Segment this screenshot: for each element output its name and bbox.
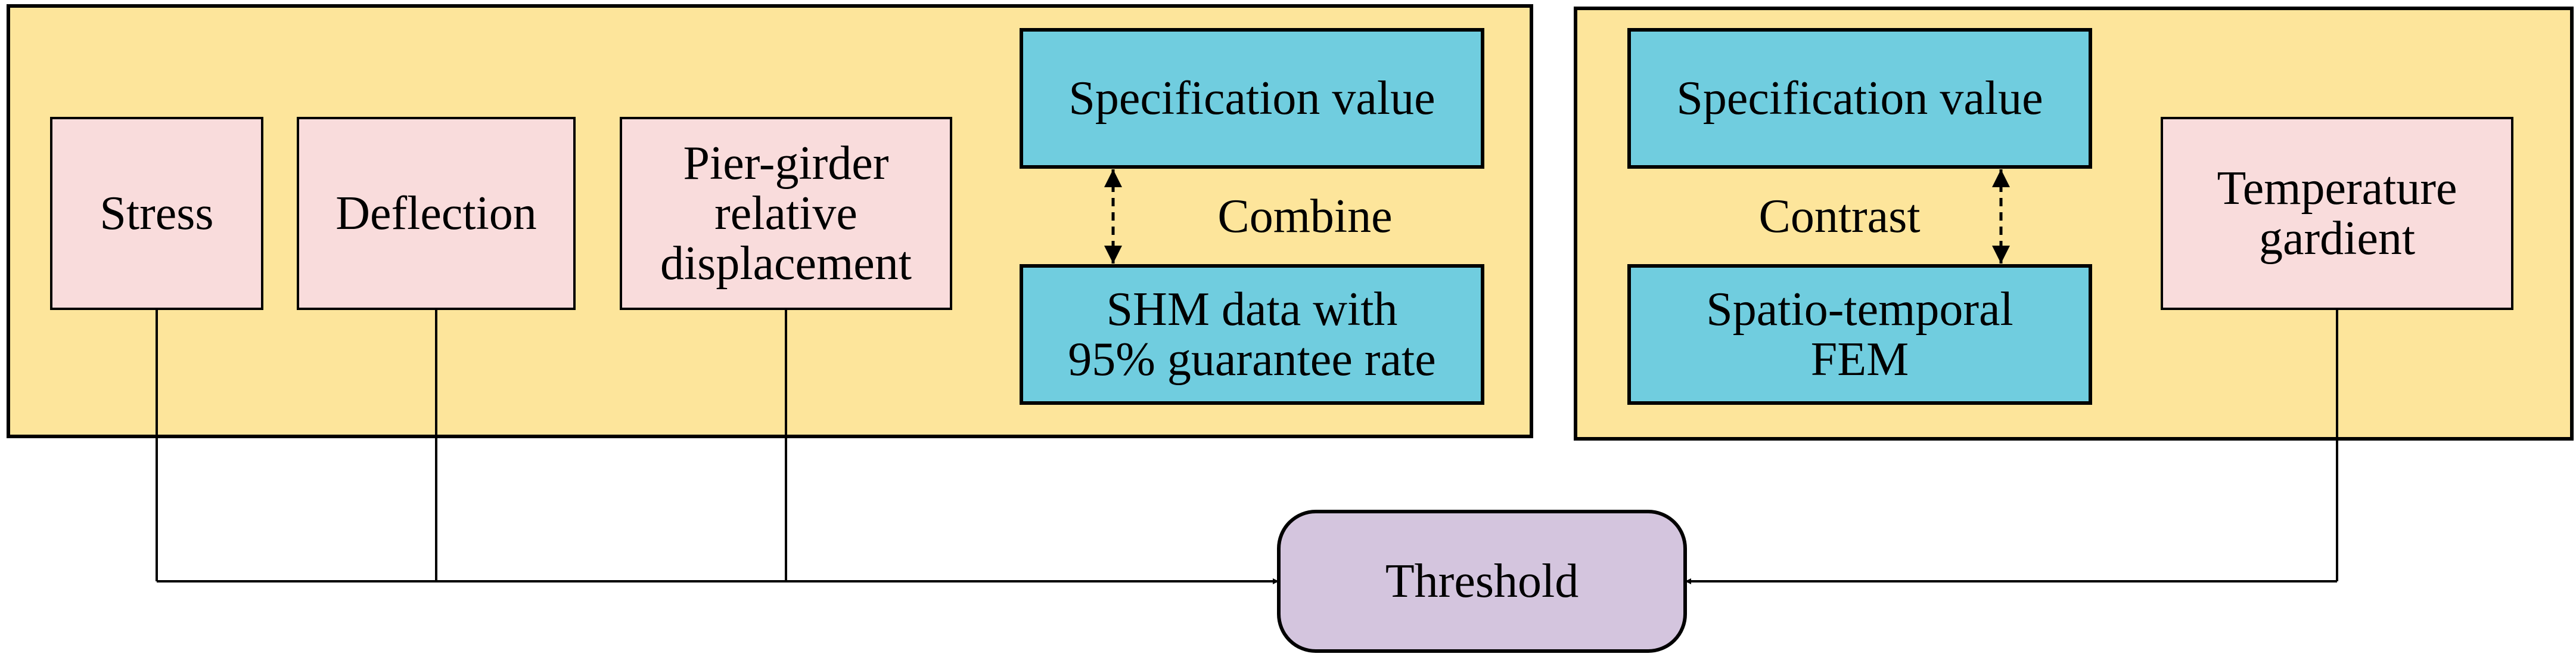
- shm-data-label-line: 95% guarantee rate: [1068, 333, 1435, 386]
- right-specification-box: [1627, 28, 2092, 169]
- stress-box: [50, 117, 263, 310]
- deflection-label: Deflection: [335, 187, 537, 240]
- spatio-temporal-fem-box: [1627, 264, 2092, 405]
- threshold-box: [1277, 510, 1687, 653]
- pier-girder-displacement-box: [620, 117, 952, 310]
- stress-label: Stress: [100, 187, 213, 240]
- connector-lines: [156, 309, 2338, 581]
- threshold-label-line: Threshold: [1385, 555, 1578, 608]
- deflection-box: [297, 117, 576, 310]
- threshold-label: Threshold: [1385, 555, 1578, 608]
- deflection-label-line: Deflection: [335, 187, 537, 240]
- left-specification-box: [1020, 28, 1484, 169]
- left-specification-label-line: Specification value: [1068, 72, 1435, 125]
- combine-label: Combine: [1217, 190, 1392, 243]
- temperature-gradient-label-line: Temperature: [2217, 162, 2457, 215]
- left-specification-label: Specification value: [1068, 72, 1435, 125]
- right-specification-label-line: Specification value: [1676, 72, 2043, 125]
- pier-girder-displacement-label-line: displacement: [660, 237, 912, 290]
- temperature-gradient-label-line: gardient: [2259, 212, 2415, 265]
- spatio-temporal-fem-label-line: FEM: [1811, 333, 1909, 386]
- contrast-label-line: Contrast: [1758, 190, 1920, 243]
- contrast-label: Contrast: [1758, 190, 1920, 243]
- combine-label-line: Combine: [1217, 190, 1392, 243]
- shm-data-label-line: SHM data with: [1107, 283, 1398, 336]
- right-specification-label: Specification value: [1676, 72, 2043, 125]
- pier-girder-displacement-label-line: relative: [714, 187, 857, 240]
- pier-girder-displacement-label-line: Pier-girder: [683, 137, 889, 190]
- shm-data-box: [1020, 264, 1484, 405]
- spatio-temporal-fem-label-line: Spatio-temporal: [1706, 283, 2013, 336]
- stress-label-line: Stress: [100, 187, 213, 240]
